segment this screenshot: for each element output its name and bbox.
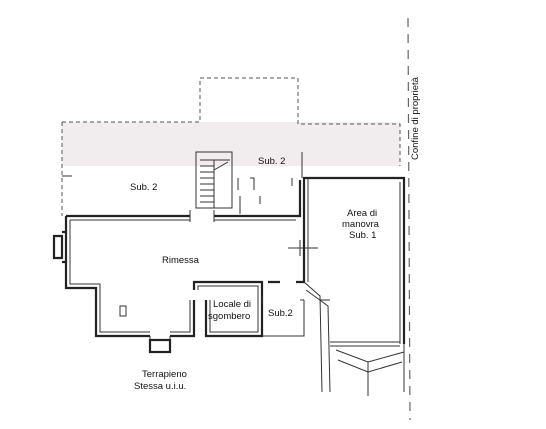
label-locale-line1: Locale di [213,299,251,310]
sub2-upper-boundary [62,152,303,178]
redacted-band [62,122,400,166]
label-sub2-small: Sub.2 [268,308,293,319]
property-boundary-line [407,17,411,421]
stair-detail [237,177,293,214]
inner-walls [69,178,401,344]
bottom-step [148,338,172,354]
label-property-boundary: Confine di proprietà [410,76,421,160]
bottom-door-frame [149,336,171,340]
wall-marker [288,240,318,256]
label-locale-line2: sgombero [208,311,250,322]
label-area-line2: manovra [342,219,380,230]
door-marks [189,210,304,304]
label-area-line3: Sub. 1 [349,230,376,241]
label-rimessa: Rimessa [162,255,200,266]
left-opening [52,230,66,264]
staircase [195,151,233,209]
label-terrapieno-line2: Stessa u.i.u. [134,381,186,392]
label-terrapieno-line1: Terrapieno [142,369,187,380]
main-building-walls [64,176,406,344]
label-sub2-upper: Sub. 2 [258,156,285,167]
ramp-outline [303,281,405,396]
upper-floor-outline [61,77,401,216]
rimessa-fixture [119,305,127,317]
label-area-line1: Area di [347,208,377,219]
label-sub2-left: Sub. 2 [130,182,157,193]
